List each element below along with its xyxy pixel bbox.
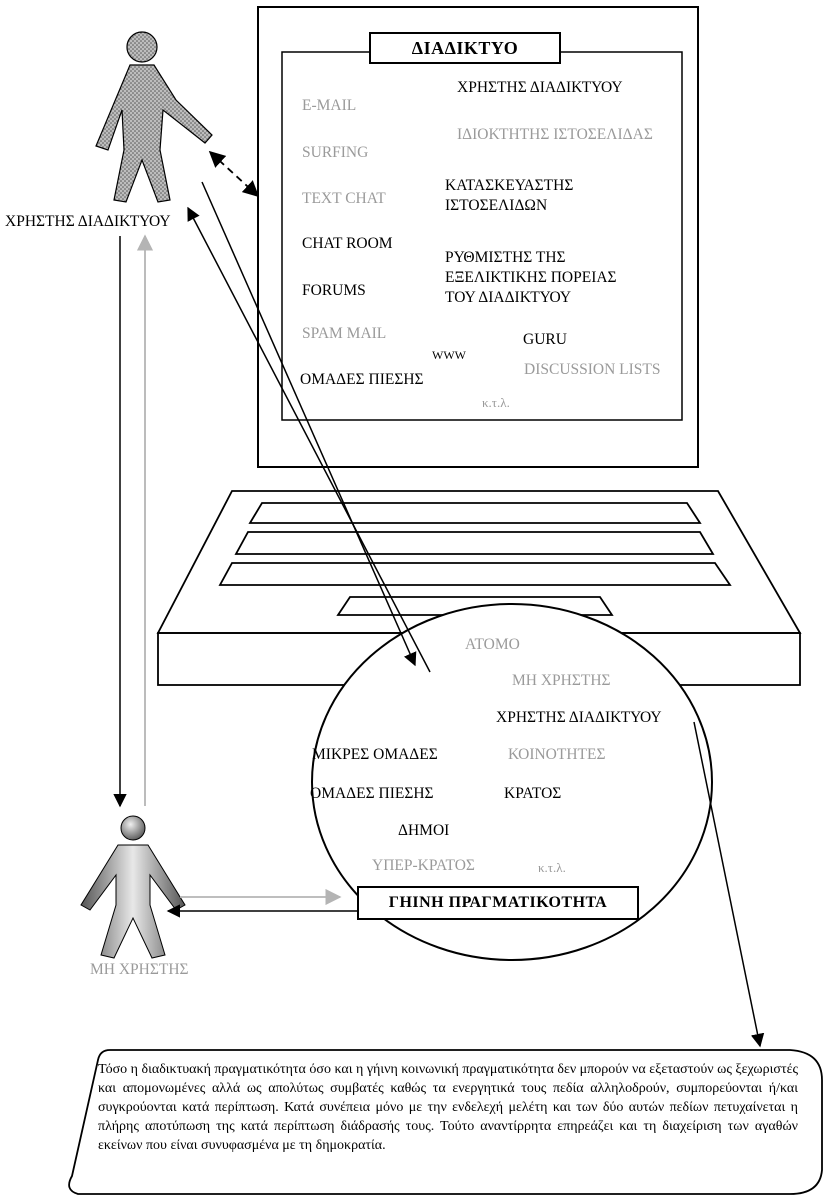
reality-etc: κ.τ.λ. — [538, 860, 566, 875]
internet-etc: κ.τ.λ. — [482, 395, 510, 410]
screen-to-reality-arrow — [201, 181, 417, 667]
note-frame — [68, 1049, 823, 1195]
non-user-head — [120, 815, 146, 841]
reality-title: ΓΗΙΝΗ ΠΡΑΓΜΑΤΙΚΟΤΗΤΑ — [357, 886, 639, 920]
item-text-chat: TEXT CHAT — [302, 190, 386, 207]
item-email: E-MAIL — [302, 97, 357, 114]
item-surfing: SURFING — [302, 144, 369, 161]
non-user-body — [80, 844, 186, 959]
reality-non-user: ΜΗ ΧΡΗΣΤΗΣ — [512, 672, 611, 689]
reality-to-user-arrow — [187, 206, 431, 673]
key-row-1 — [248, 502, 702, 524]
internet-user-body — [95, 64, 213, 203]
item-chat-room: CHAT ROOM — [302, 235, 393, 252]
reality-pressure-groups: ΟΜΑΔΕΣ ΠΙΕΣΗΣ — [310, 785, 434, 802]
reality-internet-user: ΧΡΗΣΤΗΣ ΔΙΑΔΙΚΤΥΟΥ — [496, 709, 662, 726]
non-user-figure — [80, 815, 186, 959]
reality-small-groups: ΜΙΚΡΕΣ ΟΜΑΔΕΣ — [312, 746, 438, 763]
role-regulator-line3: ΤΟΥ ΔΙΑΔΙΚΤΥΟΥ — [445, 289, 572, 306]
monitor-screen — [281, 51, 683, 421]
reality-municipalities: ΔΗΜΟΙ — [398, 822, 450, 839]
connector-arrows — [113, 150, 765, 1048]
internet-user-head — [126, 31, 158, 63]
item-pressure-groups-online: ΟΜΑΔΕΣ ΠΙΕΣΗΣ — [300, 371, 424, 388]
reality-super-state: ΥΠΕΡ-ΚΡΑΤΟΣ — [372, 857, 475, 874]
non-user-label: ΜΗ ΧΡΗΣΤΗΣ — [90, 961, 189, 978]
key-row-3 — [218, 562, 732, 586]
internet-user-label: ΧΡΗΣΤΗΣ ΔΙΑΔΙΚΤΥΟΥ — [5, 213, 171, 230]
role-regulator-line2: ΕΞΕΛΙΚΤΙΚΗΣ ΠΟΡΕΙΑΣ — [445, 269, 617, 286]
role-site-owner: ΙΔΙΟΚΤΗΤΗΣ ΙΣΤΟΣΕΛΙΔΑΣ — [457, 126, 653, 143]
role-regulator-line1: ΡΥΘΜΙΣΤΗΣ ΤΗΣ — [445, 249, 566, 266]
dashed-link-arrow — [208, 150, 260, 198]
reality-state: ΚΡΑΤΟΣ — [504, 785, 562, 802]
item-discussion-lists: DISCUSSION LISTS — [524, 361, 661, 378]
reality-to-note-arrow — [693, 721, 765, 1048]
role-site-builder-line2: ΙΣΤΟΣΕΛΙΔΩΝ — [445, 197, 548, 214]
explanatory-note: Τόσο η διαδικτυακή πραγματικότητα όσο κα… — [98, 1062, 798, 1153]
item-guru: GURU — [523, 331, 567, 348]
role-site-builder-line1: ΚΑΤΑΣΚΕΥΑΣΤΗΣ — [445, 177, 574, 194]
reality-circle — [311, 603, 713, 961]
internet-user-figure — [95, 31, 213, 203]
monitor — [257, 6, 699, 468]
item-forums: FORUMS — [302, 282, 366, 299]
reality-communities: ΚΟΙΝΟΤΗΤΕΣ — [508, 746, 606, 763]
touchpad — [336, 596, 614, 616]
item-www: WWW — [432, 348, 466, 362]
internet-title: ΔΙΑΔΙΚΤΥΟ — [369, 32, 561, 64]
item-spam-mail: SPAM MAIL — [302, 325, 387, 342]
key-row-2 — [234, 531, 715, 555]
role-internet-user: ΧΡΗΣΤΗΣ ΔΙΑΔΙΚΤΥΟΥ — [457, 79, 623, 96]
reality-atomo: ΑΤΟΜΟ — [465, 636, 520, 653]
